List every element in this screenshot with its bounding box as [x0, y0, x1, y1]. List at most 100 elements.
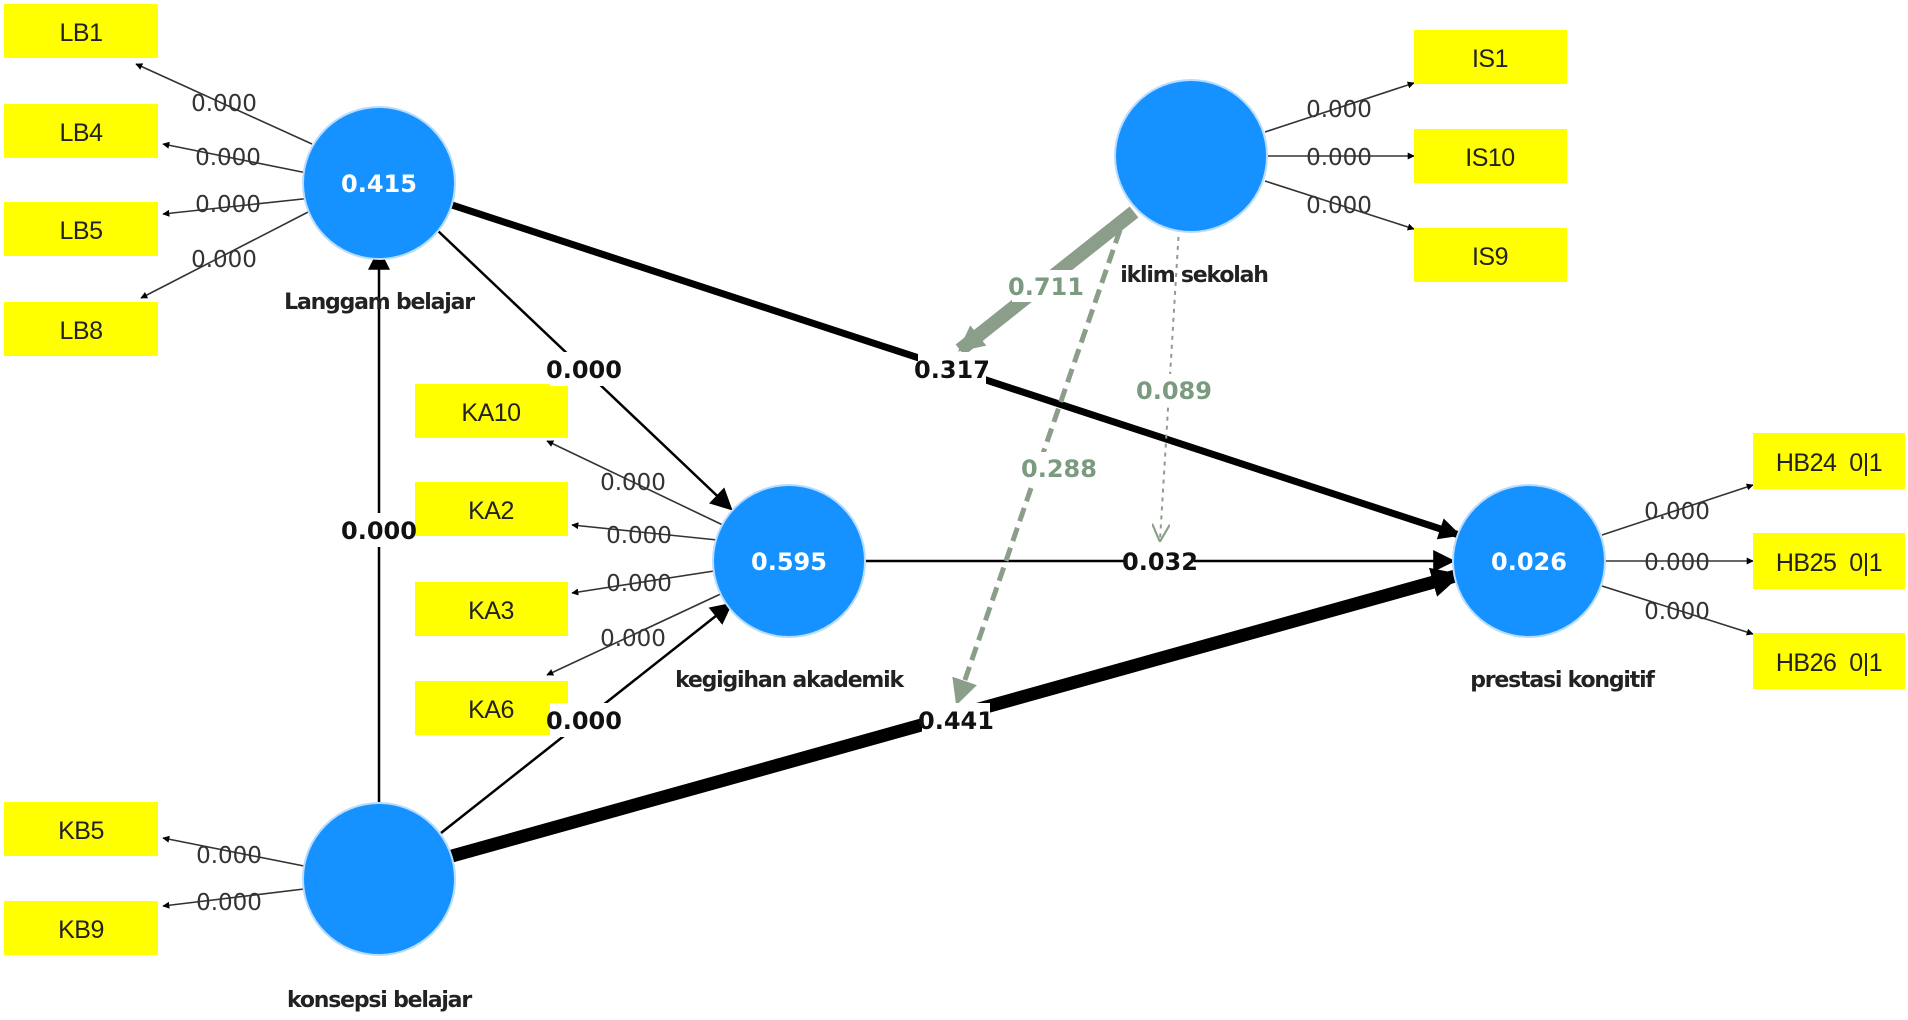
loading-line-KA2 [571, 522, 728, 542]
indicator-label: IS9 [1472, 243, 1508, 271]
indicator-HB26: HB26 0|1 [1753, 633, 1905, 689]
loading-value-LB1: 0.000 [191, 91, 257, 117]
path-label-konsepsi-prestasi: 0.441 [918, 703, 994, 737]
indicator-LB5: LB5 [4, 202, 158, 256]
loading-line-LB8 [140, 209, 313, 299]
indicator-label: HB25 0|1 [1776, 549, 1882, 577]
path-labels: 0.317 0.000 0.000 0.000 0.441 0.032 [341, 352, 1198, 737]
indicator-label: LB1 [60, 19, 103, 47]
loading-lines [135, 63, 1754, 909]
indicator-KA10: KA10 [415, 384, 568, 438]
loading-line-LB5 [162, 197, 313, 217]
latent-r2-value: 0.026 [1491, 548, 1567, 576]
loading-line-IS1 [1264, 81, 1415, 133]
latent-prestasi-kongitif: 0.026 prestasi kongitif [1452, 484, 1657, 693]
loading-line-LB1 [135, 63, 313, 145]
indicator-HB25: HB25 0|1 [1753, 533, 1905, 589]
indicator-label: LB5 [60, 217, 103, 245]
loading-value-KA2: 0.000 [606, 523, 672, 549]
moderating-label-langgam: 0.711 [1008, 270, 1084, 302]
indicator-label: KA10 [461, 399, 520, 427]
loading-value-HB26: 0.000 [1644, 599, 1710, 625]
indicator-label: LB8 [60, 317, 103, 345]
moderating-label-kegigihan: 0.089 [1136, 374, 1212, 406]
path-label-konsepsi-langgam: 0.000 [341, 513, 417, 547]
loading-value-LB5: 0.000 [195, 192, 261, 218]
latent-name: Langgam belajar [284, 290, 475, 315]
latent-konsepsi-belajar: konsepsi belajar [287, 802, 474, 1013]
latent-iklim-sekolah: iklim sekolah [1114, 79, 1269, 288]
indicator-KA2: KA2 [415, 482, 568, 536]
moderating-coefficient: 0.288 [1021, 455, 1097, 483]
loading-value-KA6: 0.000 [600, 626, 666, 652]
path-label-konsepsi-kegigihan: 0.000 [546, 703, 622, 737]
path-coefficient: 0.032 [1122, 548, 1198, 576]
path-coefficient: 0.000 [546, 707, 622, 735]
path-label-langgam-prestasi: 0.317 [914, 352, 990, 386]
indicator-IS1: IS1 [1414, 30, 1567, 84]
loading-value-KB9: 0.000 [196, 890, 262, 916]
path-coefficient: 0.000 [546, 356, 622, 384]
indicator-label: KA3 [468, 597, 514, 625]
path-coefficient: 0.441 [918, 707, 994, 735]
indicator-IS9: IS9 [1414, 228, 1567, 282]
indicator-label: KB9 [58, 916, 104, 944]
latent-name: iklim sekolah [1120, 263, 1267, 288]
path-label-kegigihan-prestasi: 0.032 [1122, 544, 1198, 578]
latent-r2-value: 0.415 [341, 170, 417, 198]
loading-line-KA10 [546, 440, 728, 528]
moderating-labels: 0.711 0.288 0.089 [1008, 270, 1212, 484]
loading-value-KA3: 0.000 [606, 571, 672, 597]
indicator-KB9: KB9 [4, 901, 158, 955]
loading-line-IS9 [1264, 180, 1415, 231]
loading-value-IS1: 0.000 [1306, 97, 1372, 123]
indicator-IS10: IS10 [1414, 129, 1567, 183]
loading-value-HB25: 0.000 [1644, 550, 1710, 576]
moderating-label-konsepsi: 0.288 [1021, 452, 1097, 484]
indicator-label: HB26 0|1 [1776, 649, 1882, 677]
moderating-coefficient: 0.089 [1136, 377, 1212, 405]
latent-kegigihan-akademik: 0.595 kegigihan akademik [675, 484, 907, 693]
loading-value-LB8: 0.000 [191, 247, 257, 273]
indicator-label: IS1 [1472, 45, 1508, 73]
moderating-coefficient: 0.711 [1008, 273, 1084, 301]
loading-line-HB26 [1601, 585, 1754, 636]
loading-line-KA6 [546, 590, 728, 676]
loading-line-KB9 [162, 888, 305, 909]
indicator-label: HB24 0|1 [1776, 449, 1882, 477]
indicator-KA3: KA3 [415, 582, 568, 636]
indicator-KB5: KB5 [4, 802, 158, 856]
indicator-label: KA6 [468, 696, 514, 724]
loading-value-HB24: 0.000 [1644, 499, 1710, 525]
latent-r2-value: 0.595 [751, 548, 827, 576]
latent-name: prestasi kongitif [1470, 668, 1655, 693]
loading-line-LB4 [162, 141, 313, 175]
indicator-label: IS10 [1465, 144, 1514, 172]
loading-value-KA10: 0.000 [600, 470, 666, 496]
loading-value-IS10: 0.000 [1306, 145, 1372, 171]
path-label-langgam-kegigihan: 0.000 [546, 352, 622, 386]
indicator-HB24: HB24 0|1 [1753, 433, 1905, 489]
loading-value-LB4: 0.000 [195, 145, 261, 171]
path-coefficient: 0.000 [341, 517, 417, 545]
indicator-LB1: LB1 [4, 4, 158, 58]
indicator-LB8: LB8 [4, 302, 158, 356]
indicator-boxes: LB1 LB4 LB5 LB8 KA10 KA2 KA3 KA6 [4, 4, 1905, 955]
loading-line-HB24 [1601, 483, 1754, 536]
loading-labels: 0.000 0.000 0.000 0.000 0.000 0.000 0.00… [191, 91, 1710, 916]
loading-value-IS9: 0.000 [1306, 193, 1372, 219]
indicator-LB4: LB4 [4, 104, 158, 158]
latent-variables: 0.415 Langgam belajar 0.595 kegigihan ak… [284, 79, 1657, 1013]
loading-value-KB5: 0.000 [196, 843, 262, 869]
path-coefficient: 0.317 [914, 356, 990, 384]
indicator-label: KA2 [468, 497, 514, 525]
loading-line-KB5 [162, 835, 305, 867]
loading-line-KA3 [571, 568, 728, 596]
latent-name: konsepsi belajar [287, 988, 472, 1013]
indicator-KA6: KA6 [415, 681, 568, 735]
indicator-label: KB5 [58, 817, 104, 845]
indicator-label: LB4 [60, 119, 104, 147]
latent-langgam-belajar: 0.415 Langgam belajar [284, 106, 476, 315]
latent-name: kegigihan akademik [675, 668, 905, 693]
